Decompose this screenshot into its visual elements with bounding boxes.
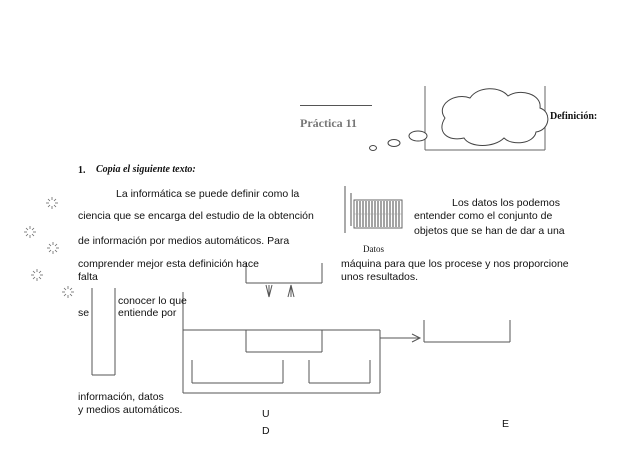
letter-d: D (262, 425, 270, 437)
data-stripes-graphic (353, 199, 403, 229)
right-text-line-4: máquina para que los procese y nos propo… (341, 258, 569, 270)
left-text-line-3: de información por medios automáticos. P… (78, 235, 290, 247)
left-text-line-7b: entiende por (118, 307, 177, 319)
left-text-line-9: y medios automáticos. (78, 404, 183, 416)
letter-u: U (262, 408, 270, 420)
left-text-line-1: La informática se puede definir como la (116, 188, 300, 200)
exercise-number: 1. (78, 165, 86, 176)
left-text-line-5: falta (78, 271, 98, 283)
sparkle-doodles (24, 197, 74, 298)
right-text-line-3: objetos que se han de dar a una (414, 225, 565, 237)
definition-label: Definición: (550, 111, 598, 122)
page-title: Práctica 11 (300, 116, 357, 130)
left-text-line-8: información, datos (78, 391, 164, 403)
datos-label: Datos (363, 244, 384, 254)
right-text-line-2: entender como el conjunto de (414, 210, 553, 222)
left-text-line-7a: se (78, 307, 90, 319)
left-text-line-4: comprender mejor esta definición hace (78, 258, 259, 270)
diagram-lines (91, 186, 511, 394)
title-rule (300, 105, 372, 106)
right-text-line-1: Los datos los podemos (452, 197, 560, 209)
letter-e: E (502, 418, 510, 430)
exercise-instruction: Copia el siguiente texto: (96, 164, 196, 175)
left-text-line-6: conocer lo que (118, 295, 187, 307)
right-text-line-5: unos resultados. (341, 271, 419, 283)
left-text-line-2: ciencia que se encarga del estudio de la… (78, 210, 314, 222)
